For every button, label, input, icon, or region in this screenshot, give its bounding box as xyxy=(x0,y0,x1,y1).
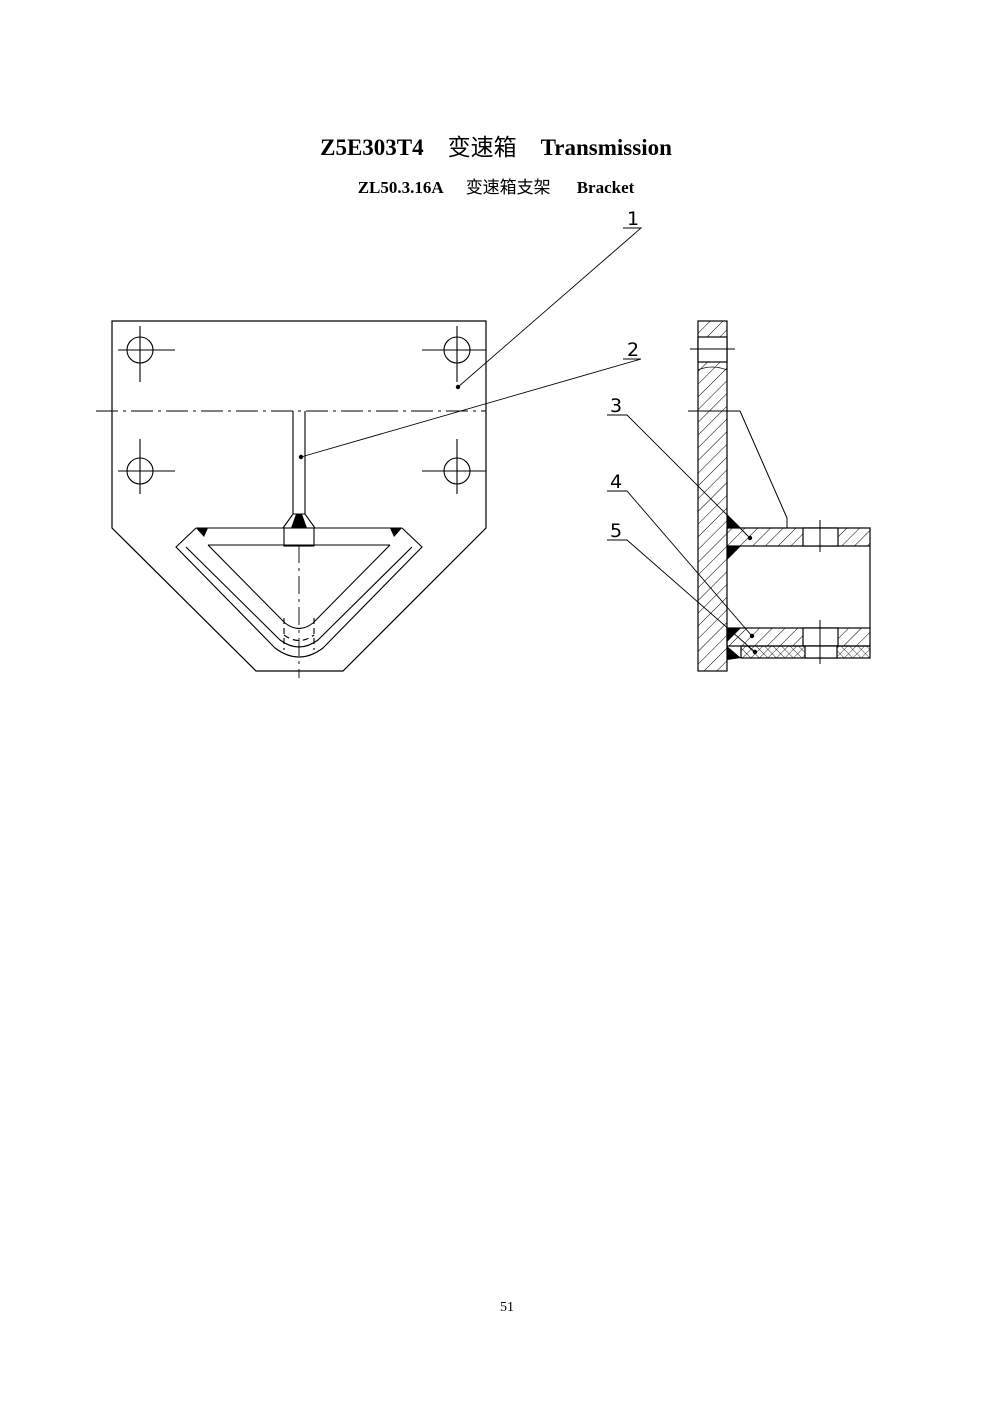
callout-leaders xyxy=(300,227,756,653)
bolt-hole xyxy=(118,439,175,494)
weld xyxy=(291,514,307,528)
callout-label: 5 xyxy=(610,520,622,542)
leader-3-bend xyxy=(739,410,788,528)
callout-label: 1 xyxy=(627,208,639,230)
front-view xyxy=(96,320,487,678)
subtitle-name-en: Bracket xyxy=(576,178,635,197)
page-subtitle: ZL50.3.16A 变速箱支架 Bracket xyxy=(0,173,992,198)
title-name-cn: 变速箱 xyxy=(447,135,517,160)
callout-label: 2 xyxy=(627,339,639,361)
title-name-en: Transmission xyxy=(540,135,672,160)
bolt-hole xyxy=(422,326,486,382)
weld xyxy=(390,528,402,537)
bolt-hole xyxy=(118,326,175,382)
weld xyxy=(727,628,741,642)
weld xyxy=(727,646,741,660)
title-code: Z5E303T4 xyxy=(320,135,424,160)
tube-lower-wall xyxy=(726,627,871,647)
flange-section xyxy=(697,320,728,672)
side-view xyxy=(688,320,871,672)
bolt-hole xyxy=(422,439,486,494)
weld xyxy=(727,514,741,528)
callout-label: 4 xyxy=(610,471,622,493)
bushing-gap xyxy=(804,645,838,659)
weld xyxy=(196,528,208,537)
weld xyxy=(727,546,741,560)
front-plate-outline xyxy=(111,320,487,672)
subtitle-name-cn: 变速箱支架 xyxy=(465,178,551,197)
subtitle-code: ZL50.3.16A xyxy=(357,178,444,197)
page-number: 51 xyxy=(500,1300,514,1315)
callout-label: 3 xyxy=(610,395,622,417)
callout-dots xyxy=(298,384,758,655)
page-title: Z5E303T4 变速箱 Transmission xyxy=(0,128,992,162)
v-support xyxy=(175,527,423,658)
